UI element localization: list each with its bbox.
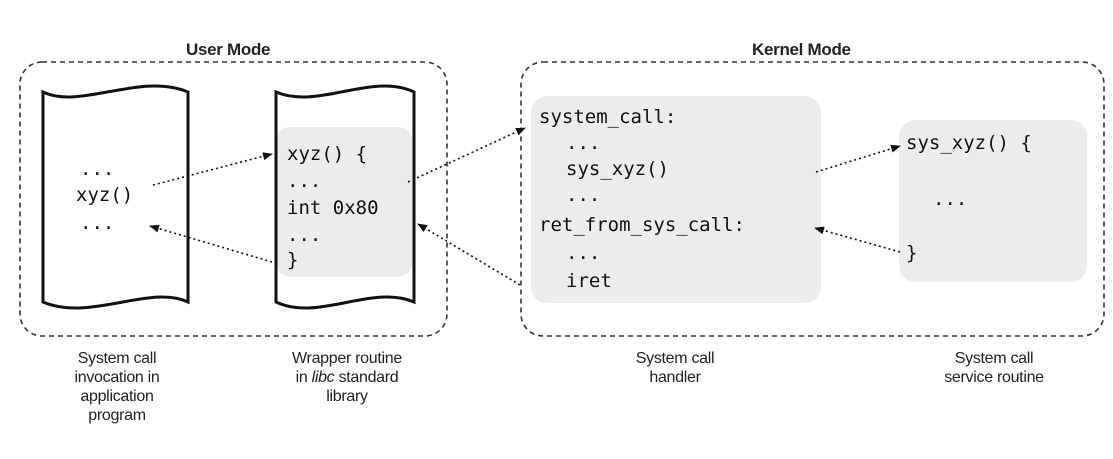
app-code-line: xyz(): [76, 184, 134, 206]
caption-line: invocation in: [74, 369, 160, 386]
caption-line: handler: [649, 369, 701, 386]
caption-line: service routine: [944, 369, 1044, 386]
kernel-mode-region: [520, 61, 1105, 337]
app-code-line: ...: [80, 212, 115, 234]
wrapper-code-line: int 0x80: [287, 197, 379, 219]
wrapper-code-panel: [276, 127, 412, 277]
arrow-to-service-routine: [815, 144, 901, 173]
user-mode-region: [19, 61, 448, 337]
handler-caption: System call handler: [600, 349, 750, 387]
wrapper-page-shape: [274, 84, 416, 310]
app-code-line: ...: [80, 158, 115, 180]
handler-code-line: system_call:: [539, 106, 677, 128]
service-code-line: sys_xyz() {: [906, 132, 1032, 154]
wrapper-code-line: }: [287, 249, 299, 271]
service-code-line: }: [906, 242, 918, 264]
handler-code-line: ...: [566, 132, 601, 154]
handler-code-line: ret_from_sys_call:: [539, 214, 745, 236]
kernel-mode-title: Kernel Mode: [752, 40, 851, 59]
wrapper-code-line: ...: [287, 170, 322, 192]
caption-text: standard: [334, 369, 399, 386]
caption-line: library: [326, 388, 368, 405]
handler-code-line: iret: [566, 270, 612, 292]
caption-line: Wrapper routine: [292, 350, 402, 367]
wrapper-code-line: xyz() {: [287, 143, 368, 165]
wrapper-caption: Wrapper routine in libc standard library: [272, 349, 422, 406]
handler-code-line: ...: [566, 184, 601, 206]
arrow-int-to-handler: [407, 127, 526, 183]
caption-line: System call: [954, 350, 1034, 367]
libc-italic-text: libc: [311, 369, 335, 386]
handler-code-line: ...: [566, 242, 601, 264]
caption-line: System call: [635, 350, 715, 367]
user-mode-title: User Mode: [186, 40, 271, 59]
arrow-call-to-wrapper: [152, 152, 273, 186]
handler-code-line: sys_xyz(): [566, 158, 669, 180]
caption-line: System call: [77, 350, 157, 367]
caption-line: application: [80, 388, 154, 405]
service-caption: System call service routine: [914, 349, 1074, 387]
service-code-panel: [899, 120, 1087, 282]
caption-line: program: [88, 407, 146, 424]
arrow-iret-return: [417, 223, 521, 286]
caption-text: in: [295, 369, 312, 386]
service-code-line: ...: [933, 188, 968, 210]
handler-code-panel: [531, 96, 821, 303]
application-page-shape: [41, 84, 190, 310]
arrow-wrapper-return: [149, 224, 273, 263]
application-caption: System call invocation in application pr…: [52, 349, 182, 425]
wrapper-code-line: ...: [287, 224, 322, 246]
caption-line: in libc standard: [272, 368, 422, 387]
arrow-service-return: [814, 226, 901, 253]
